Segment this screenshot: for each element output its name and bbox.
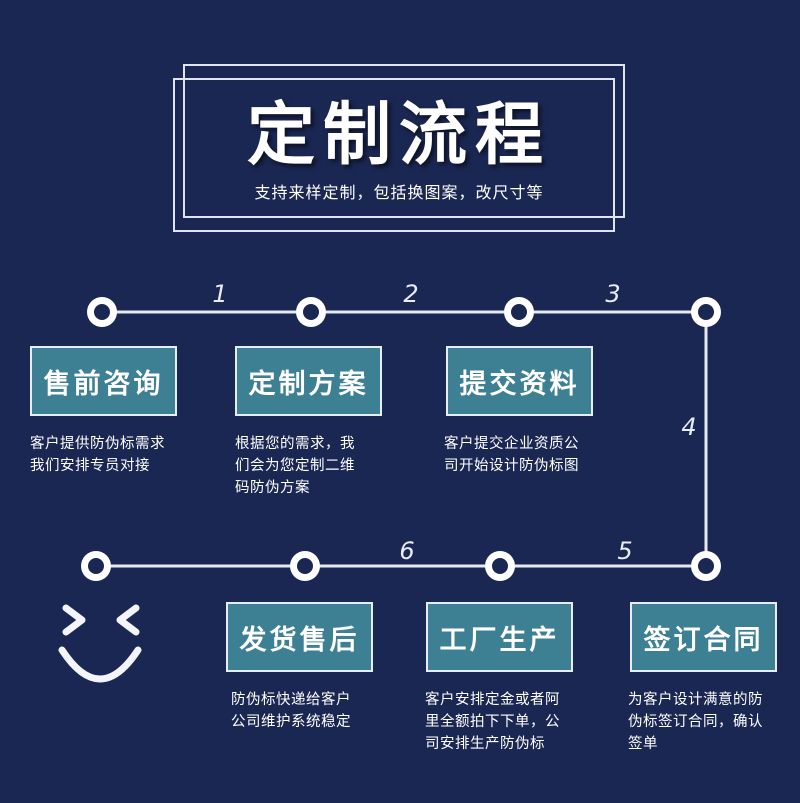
step-desc-contract: 为客户设计满意的防 伪标签订合同，确认 签单	[628, 689, 763, 755]
node-1	[87, 297, 117, 327]
node-6	[485, 551, 515, 581]
desc-line: 根据您的需求，我	[235, 436, 355, 452]
node-7	[290, 551, 320, 581]
desc-line: 伪标签订合同，确认	[628, 714, 763, 730]
node-8	[81, 551, 111, 581]
step-desc-delivery: 防伪标快递给客户 公司维护系统稳定	[231, 689, 351, 733]
desc-line: 客户提供防伪标需求	[30, 436, 165, 452]
desc-line: 们会为您定制二维	[235, 458, 355, 474]
desc-line: 我们安排专员对接	[30, 458, 150, 474]
step-box-delivery: 发货售后	[226, 602, 373, 672]
desc-line: 客户提交企业资质公	[444, 436, 579, 452]
desc-line: 码防伪方案	[235, 480, 310, 496]
step-desc-custom-plan: 根据您的需求，我 们会为您定制二维 码防伪方案	[235, 433, 355, 499]
flow-nodes	[81, 297, 721, 581]
connector-number-3: 3	[605, 280, 621, 308]
node-5	[691, 551, 721, 581]
desc-line: 公司维护系统稳定	[231, 714, 351, 730]
left-eye	[62, 604, 86, 636]
step-desc-consultation: 客户提供防伪标需求 我们安排专员对接	[30, 433, 165, 477]
step-box-consultation: 售前咨询	[30, 346, 177, 416]
connector-number-6: 6	[399, 537, 415, 565]
right-eye	[116, 604, 140, 636]
connector-number-5: 5	[617, 537, 633, 565]
mouth	[58, 646, 142, 683]
desc-line: 司安排生产防伪标	[425, 736, 545, 752]
node-3	[504, 297, 534, 327]
step-box-submit-docs: 提交资料	[446, 346, 593, 416]
desc-line: 签单	[628, 736, 658, 752]
step-box-production: 工厂生产	[426, 602, 573, 672]
connector-number-2: 2	[403, 280, 419, 308]
connector-number-1: 1	[212, 280, 228, 308]
step-desc-submit-docs: 客户提交企业资质公 司开始设计防伪标图	[444, 433, 579, 477]
desc-line: 防伪标快递给客户	[231, 692, 351, 708]
title-frame-front	[173, 78, 615, 232]
page-title: 定制流程	[246, 96, 551, 175]
smiley-face-icon	[58, 604, 142, 683]
connector-number-4: 4	[681, 413, 697, 441]
desc-line: 司开始设计防伪标图	[444, 458, 579, 474]
desc-line: 里全额拍下下单，公	[425, 714, 560, 730]
desc-line: 客户安排定金或者阿	[425, 692, 560, 708]
step-box-custom-plan: 定制方案	[235, 346, 382, 416]
title-frame-back	[183, 64, 625, 218]
step-desc-production: 客户安排定金或者阿 里全额拍下下单，公 司安排生产防伪标	[425, 689, 560, 755]
page-subtitle: 支持来样定制，包括换图案，改尺寸等	[254, 183, 544, 202]
node-4	[691, 297, 721, 327]
step-box-contract: 签订合同	[630, 602, 777, 672]
desc-line: 为客户设计满意的防	[628, 692, 763, 708]
node-2	[296, 297, 326, 327]
